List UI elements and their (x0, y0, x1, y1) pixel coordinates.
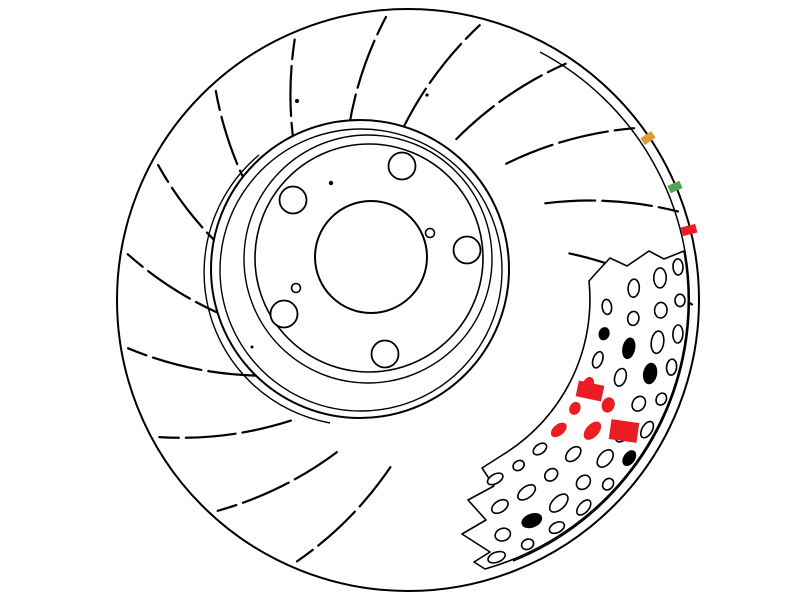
vane-pillar (564, 445, 582, 463)
vane-pillar (672, 324, 684, 344)
locating-hole (290, 282, 302, 294)
bolt-hole (269, 299, 299, 329)
vane-pillar (543, 467, 559, 482)
rim-mark-red (680, 223, 698, 237)
vane-pillar (601, 477, 615, 491)
locating-hole (424, 227, 436, 239)
bolt-hole (452, 235, 482, 265)
vane-pillar (622, 337, 636, 360)
center-bore (314, 200, 428, 314)
vane-pillar (591, 350, 604, 369)
rim-mark-green-swatch (667, 180, 683, 194)
pillar-highlight-block (608, 419, 640, 443)
vane-pillar (631, 395, 647, 412)
vane-pillar (486, 472, 504, 486)
vane-pillar (639, 420, 655, 439)
vane-pillar (655, 392, 668, 406)
vane-pillar (575, 474, 592, 491)
vane-pillar (642, 362, 658, 385)
vane-pillar (494, 527, 512, 542)
pillar-highlight-block (575, 380, 605, 402)
rotor-slot (544, 199, 679, 213)
rim-mark-green (667, 180, 683, 194)
vane-pillar-highlighted (569, 401, 581, 415)
vane-pillar-highlighted (583, 421, 602, 440)
vane-pillar (517, 484, 537, 501)
rotor-slot (216, 451, 338, 512)
ink-speck (328, 180, 334, 186)
vane-pillar (575, 499, 592, 516)
vane-pillar (532, 442, 548, 456)
vane-pillar (490, 498, 509, 515)
vane-pillar (596, 449, 614, 468)
vane-pillar-highlighted (550, 422, 567, 438)
vane-pillar (652, 267, 668, 289)
vane-pillar (512, 459, 525, 472)
vane-pillar (672, 258, 684, 276)
bolt-hole (278, 185, 308, 215)
vane-pillar (674, 293, 686, 308)
ink-speck (425, 93, 429, 97)
hub-flange-arc (203, 154, 331, 424)
vane-pillar (521, 512, 543, 529)
vane-pillar (627, 278, 641, 298)
vane-pillar (601, 298, 613, 316)
vane-pillar (548, 521, 566, 535)
vane-pillar (520, 538, 535, 551)
rim-mark-orange-swatch (640, 131, 656, 145)
ink-speck (295, 99, 299, 103)
vane-pillar (626, 310, 640, 327)
rim-mark-red-swatch (680, 223, 698, 237)
pillars-layer (486, 258, 686, 564)
vane-pillar (665, 358, 678, 376)
rotor-rim-inner-edge (512, 51, 691, 562)
vane-pillar (653, 301, 668, 319)
rim-mark-orange (640, 131, 656, 145)
vane-pillar (548, 493, 569, 513)
vane-pillar (650, 330, 665, 355)
hub (203, 119, 510, 424)
vane-pillar (613, 367, 628, 387)
rotor-slot (400, 24, 481, 134)
rotor-slot (295, 466, 392, 563)
bolt-hole (387, 151, 417, 181)
bolt-hole (370, 339, 400, 369)
vane-pillar (622, 450, 637, 467)
rotor-slot (158, 419, 293, 439)
rotor-slot (505, 127, 636, 165)
rotor-slot (455, 62, 567, 141)
ink-speck (250, 345, 254, 349)
vane-pillar (487, 550, 506, 564)
vane-pillar (598, 327, 610, 341)
vane-pillar-highlighted (601, 397, 615, 413)
